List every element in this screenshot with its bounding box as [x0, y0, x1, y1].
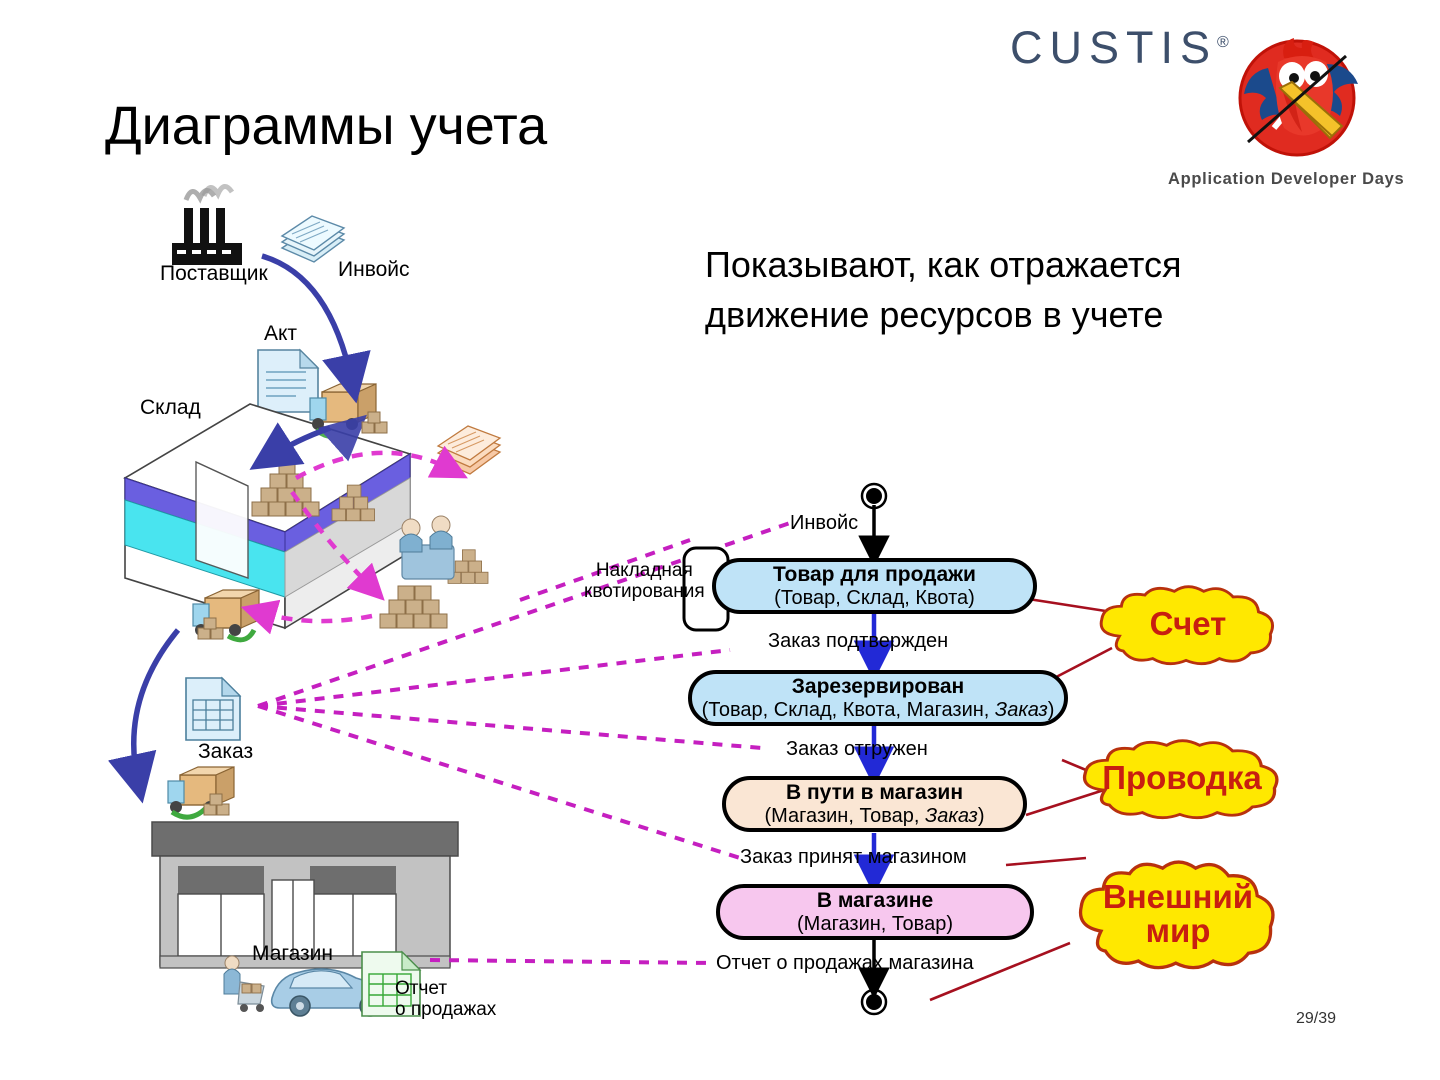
headline-line-2: движение ресурсов в учете [705, 294, 1164, 335]
warehouse-staff-icon [399, 515, 455, 580]
state-in-shop[interactable]: В магазине (Магазин, Товар) [716, 884, 1034, 940]
attrs-pre: (Товар, Склад, Квота, Магазин, [701, 698, 995, 721]
page-title: Диаграммы учета [105, 96, 548, 156]
cloud-shape [1099, 585, 1274, 666]
state-in-transit[interactable]: В пути в магазин (Магазин, Товар, Заказ) [722, 776, 1027, 832]
car-icon [270, 968, 387, 1017]
invoice-papers-icon [280, 215, 346, 263]
transition-label-order-shipped: Заказ отгружен [786, 738, 928, 760]
delivery-truck-icon-3 [167, 766, 235, 820]
pallets-icon [251, 459, 489, 629]
state-attributes: (Товар, Склад, Квота) [774, 586, 975, 609]
attrs-post: ) [1047, 698, 1055, 721]
custis-logo: CUSTIS® [1010, 22, 1229, 74]
attrs-post: ) [977, 804, 985, 827]
label-order: Заказ [198, 740, 254, 763]
callout-posting: Проводка [1072, 736, 1292, 820]
transition-label-order-accepted: Заказ принят магазином [740, 846, 967, 868]
state-attributes: (Магазин, Товар, Заказ) [765, 805, 985, 827]
state-title: В магазине [816, 889, 934, 913]
label-shop: Магазин [252, 942, 334, 965]
arrow-truck-to-warehouse [249, 422, 331, 470]
custis-wordmark: CUSTIS [1010, 22, 1218, 73]
transition-label-order-confirmed: Заказ подтвержден [768, 630, 949, 652]
event-caption: Application Developer Days [1168, 170, 1405, 188]
label-start-invoice: Инвойс [790, 512, 859, 534]
label-supplier: Поставщик [160, 262, 268, 285]
state-title: В пути в магазин [785, 781, 964, 805]
state-for-sale[interactable]: Товар для продажи (Товар, Склад, Квота) [712, 558, 1037, 614]
state-reserved[interactable]: Зарезервирован (Товар, Склад, Квота, Маг… [688, 670, 1068, 726]
attrs-emphasis: Заказ [924, 804, 978, 827]
orange-papers-icon [436, 425, 502, 475]
label-quota-waybill: Накладная квотирования [584, 560, 705, 603]
label-act: Акт [264, 322, 298, 345]
state-attributes: (Товар, Склад, Квота, Магазин, Заказ) [702, 699, 1055, 721]
warehouse-icon [123, 403, 412, 630]
delivery-truck-icon-1 [309, 383, 388, 462]
callout-text: Проводка [1102, 759, 1262, 797]
callout-text: Счет [1149, 605, 1227, 643]
arrow-warehouse-to-shop [107, 628, 181, 804]
act-document-icon [257, 348, 320, 413]
label-warehouse: Склад [140, 396, 201, 419]
factory-icon [172, 184, 242, 265]
attrs-emphasis: Заказ [994, 698, 1048, 721]
transition-label-sales-report: Отчет о продажах магазина [716, 952, 974, 974]
attrs-pre: (Магазин, Товар, [764, 804, 925, 827]
delivery-truck-icon-2 [192, 589, 260, 643]
page-number: 29/39 [1296, 1010, 1337, 1027]
state-attributes: (Магазин, Товар) [796, 912, 953, 935]
callout-account: Счет [1090, 582, 1286, 666]
cloud-shape [1082, 739, 1279, 820]
callout-text: Внешний мир [1102, 878, 1254, 949]
add-mascot-icon [1238, 38, 1358, 157]
state-title: Зарезервирован [791, 675, 965, 699]
order-document-icon [185, 676, 242, 741]
registered-mark: ® [1217, 34, 1229, 51]
label-invoice: Инвойс [338, 258, 410, 281]
cloud-shape [1078, 860, 1275, 970]
headline-text: Показывают, как отражается движение ресу… [705, 240, 1181, 340]
mapping-lines [257, 521, 791, 965]
callout-external-world: Внешний мир [1068, 856, 1288, 972]
label-sales-report: Отчет о продажах [395, 978, 497, 1021]
state-title: Товар для продажи [773, 563, 976, 587]
resource-flow-arrows [240, 445, 468, 635]
headline-line-1: Показывают, как отражается [705, 244, 1182, 285]
